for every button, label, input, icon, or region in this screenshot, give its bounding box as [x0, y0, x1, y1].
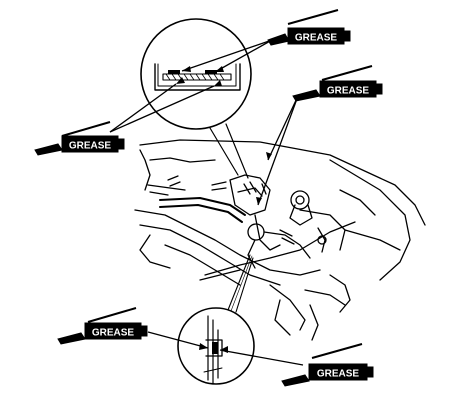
callout-arrows	[109, 39, 304, 366]
arrowheads	[176, 66, 272, 353]
grease-label: GREASE	[92, 328, 135, 339]
grease-callout-upper-left: GREASE	[34, 121, 125, 156]
grease-label: GREASE	[317, 369, 360, 380]
grease-callout-lower-right: GREASE	[281, 343, 374, 387]
hood-latch-assembly	[134, 139, 426, 341]
grease-callout-mid-right: GREASE	[292, 65, 383, 102]
grease-callout-top-right: GREASE	[267, 9, 351, 46]
grease-label: GREASE	[295, 33, 338, 44]
grease-gun-icon	[267, 9, 351, 46]
detail-circle-upper	[140, 18, 252, 179]
grease-gun-icon	[292, 65, 383, 102]
grease-gun-icon	[34, 121, 125, 156]
grease-gun-icon	[281, 343, 374, 387]
grease-gun-icon	[57, 307, 148, 345]
grease-label: GREASE	[69, 141, 112, 152]
detail-circle-lower	[177, 254, 255, 385]
grease-callout-lower-left: GREASE	[57, 307, 148, 345]
grease-label: GREASE	[327, 86, 370, 97]
